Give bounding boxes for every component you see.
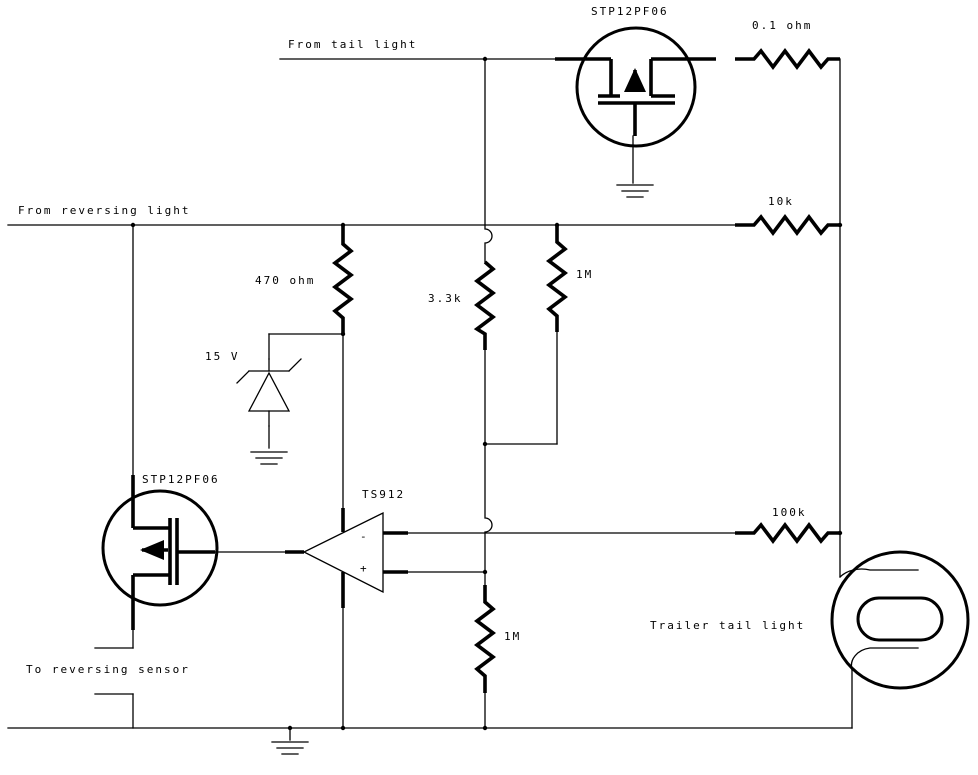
- ground-top: [616, 184, 654, 198]
- label-resistor-0-1-ohm: 0.1 ohm: [752, 19, 812, 32]
- label-resistor-10k: 10k: [768, 195, 794, 208]
- label-reversing-sensor-output: To reversing sensor: [26, 663, 190, 676]
- label-resistor-100k: 100k: [772, 506, 807, 519]
- zener-diode-symbol: [236, 358, 302, 427]
- ground-zener: [250, 451, 288, 465]
- mosfet-top-symbol: [555, 26, 716, 148]
- trailer-tail-light-lamp: [830, 550, 970, 690]
- resistor-470-ohm: [332, 225, 354, 334]
- label-resistor-3-3k: 3.3k: [428, 292, 463, 305]
- label-reversing-light-input: From reversing light: [18, 204, 190, 217]
- resistor-100k: [735, 522, 840, 544]
- label-resistor-470-ohm: 470 ohm: [255, 274, 315, 287]
- label-mosfet-top: STP12PF06: [591, 5, 669, 18]
- resistor-10k: [735, 214, 840, 236]
- label-resistor-1m-bottom: 1M: [504, 630, 521, 643]
- label-tail-light-input: From tail light: [288, 38, 417, 51]
- resistor-1m-top: [546, 225, 568, 332]
- label-mosfet-bottom: STP12PF06: [142, 473, 220, 486]
- resistor-0-1-ohm: [735, 48, 840, 70]
- label-resistor-1m-top: 1M: [576, 268, 593, 281]
- ground-bottom: [271, 741, 309, 755]
- label-trailer-tail-light: Trailer tail light: [650, 619, 805, 632]
- resistor-1m-bottom: [474, 585, 496, 693]
- mosfet-bottom-symbol: [101, 475, 219, 630]
- label-zener: 15 V: [205, 350, 240, 363]
- resistor-3-3k: [473, 260, 496, 350]
- label-opamp-minus: -: [360, 530, 369, 543]
- opamp-symbol: [285, 508, 408, 608]
- label-opamp: TS912: [362, 488, 405, 501]
- label-opamp-plus: +: [360, 562, 369, 575]
- wire-network: [7, 58, 853, 741]
